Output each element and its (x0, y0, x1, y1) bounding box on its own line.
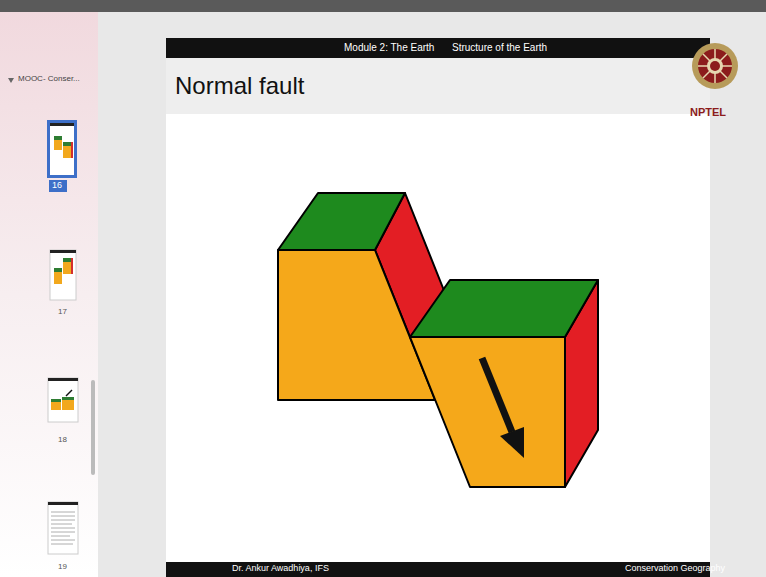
viewer-ground (98, 12, 766, 577)
slip-arrow (482, 358, 524, 458)
thumbnail-19 (48, 502, 78, 554)
footwall-top (278, 193, 405, 250)
slide (166, 38, 710, 577)
scrollbar (91, 380, 95, 475)
page-number: 19 (58, 563, 67, 572)
course-name: Conservation Geography (625, 564, 725, 574)
page-number: 16 (52, 181, 62, 191)
top-bar (0, 0, 766, 12)
collapse-triangle (8, 78, 14, 83)
document-name: MOOC- Conser... (18, 75, 80, 84)
page-number: 17 (58, 308, 67, 317)
thumbnail-18 (48, 378, 78, 422)
hangingwall-front (410, 337, 565, 487)
nptel-logo (692, 43, 738, 89)
sidebar (0, 12, 98, 577)
thumbnail-16 (47, 120, 77, 178)
hangingwall-top (410, 280, 598, 337)
logo-text: NPTEL (690, 106, 726, 118)
page-badge (49, 180, 67, 192)
title-band (166, 58, 710, 114)
author-name: Dr. Ankur Awadhiya, IFS (232, 564, 329, 574)
thumbnail-17 (50, 250, 76, 300)
slide-header (166, 38, 710, 58)
section-name: Structure of the Earth (452, 42, 547, 53)
slide-title: Normal fault (175, 73, 304, 99)
module-name: Module 2: The Earth (344, 42, 434, 53)
page-number: 18 (58, 436, 67, 445)
fault-blocks (278, 193, 598, 487)
footwall-front (278, 250, 435, 400)
